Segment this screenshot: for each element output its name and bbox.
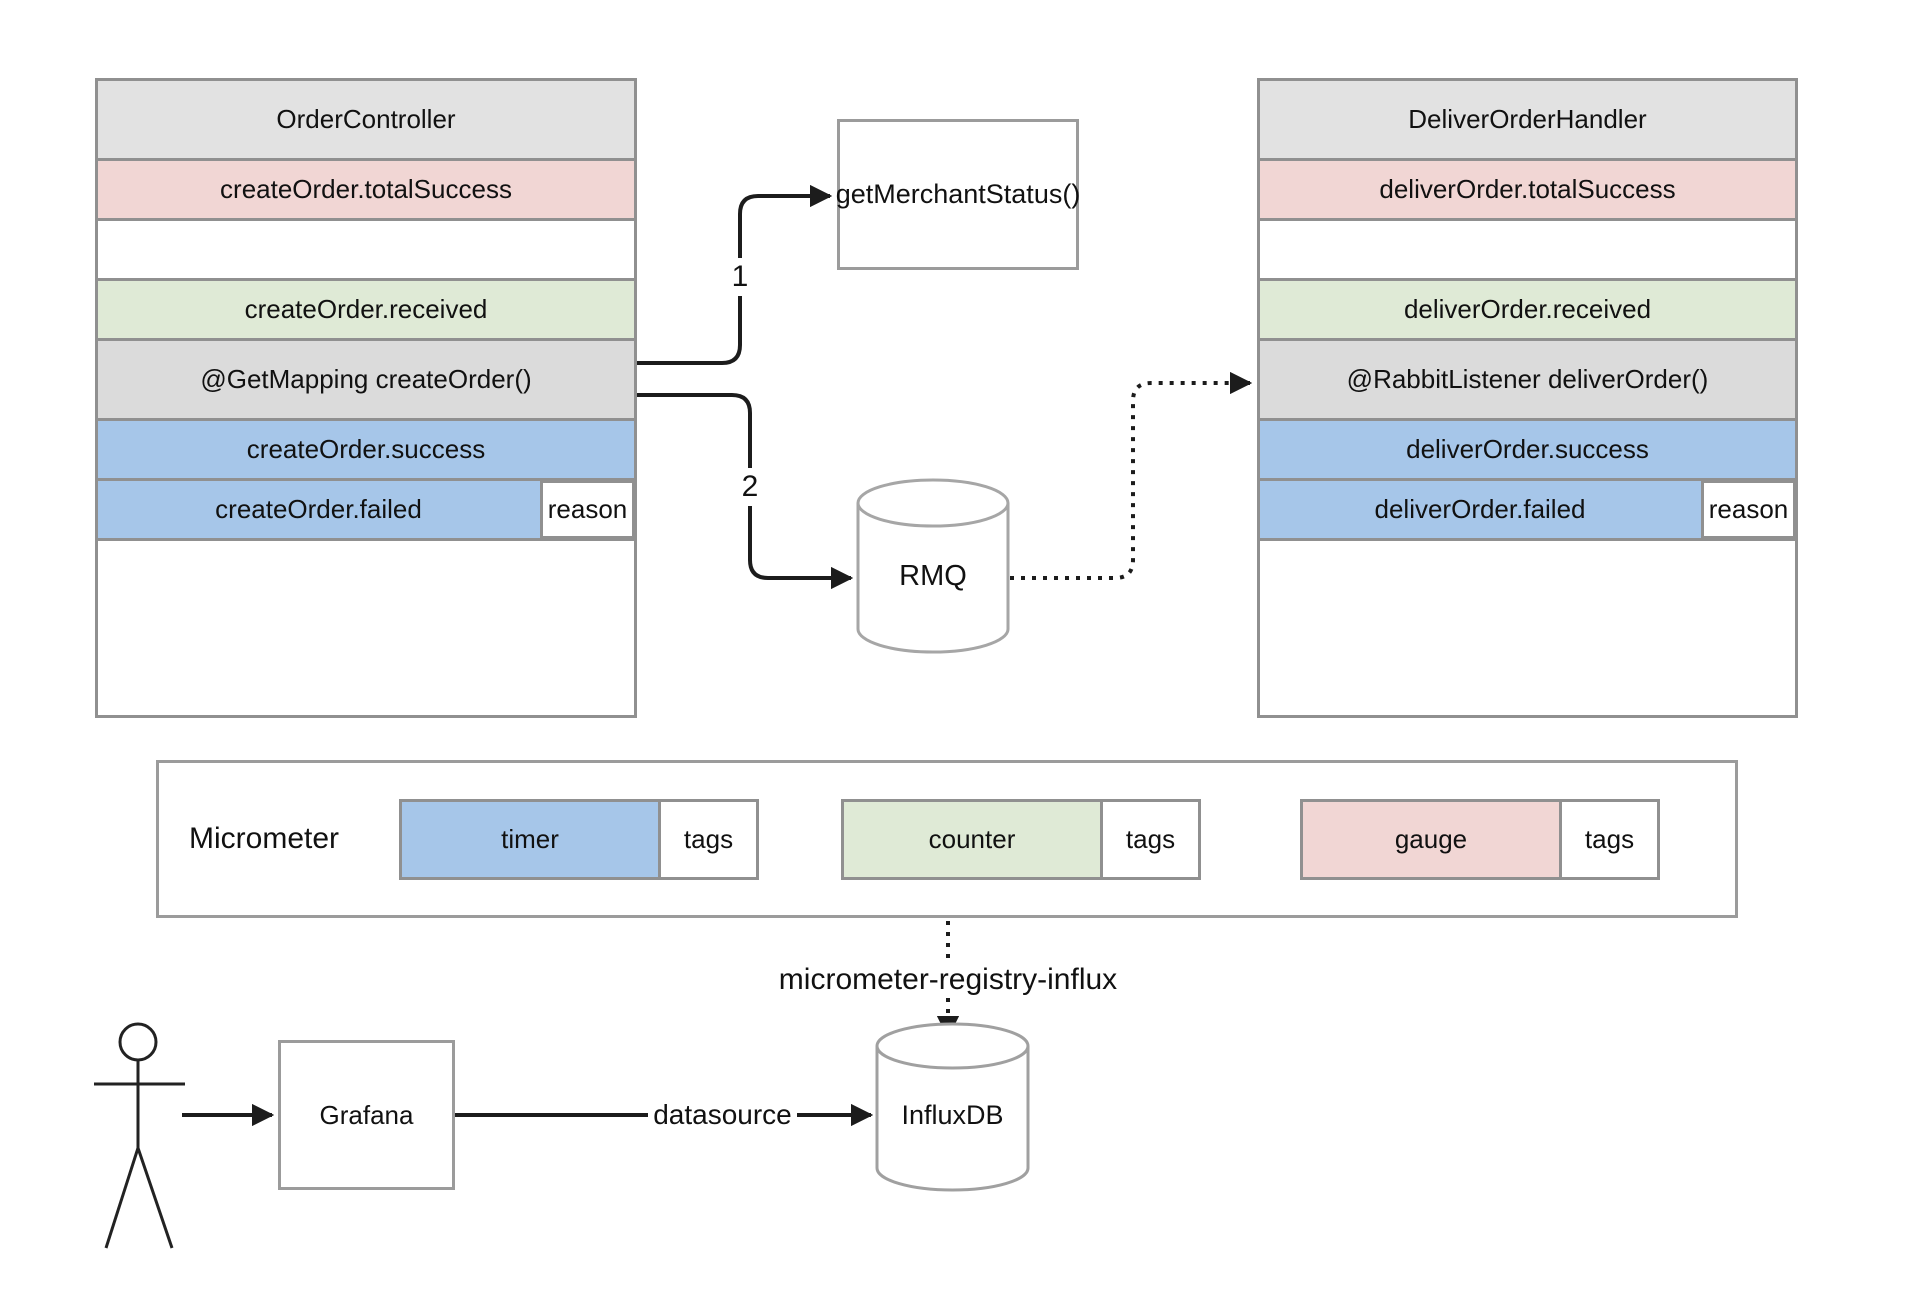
metric-label: deliverOrder.success bbox=[1406, 434, 1649, 464]
class-title-label: DeliverOrderHandler bbox=[1408, 104, 1647, 134]
reason-tag-cell: reason bbox=[540, 480, 635, 539]
timer-label: timer bbox=[501, 824, 559, 854]
user-stick-figure bbox=[94, 1022, 185, 1249]
deliver-order-handler-box: DeliverOrderHandler deliverOrder.totalSu… bbox=[1257, 78, 1798, 718]
counter-tags-cell: tags bbox=[1100, 799, 1201, 880]
metric-chip-timer: timer tags bbox=[399, 799, 759, 880]
metric-chip-counter: counter tags bbox=[841, 799, 1201, 880]
get-merchant-status-label: getMerchantStatus() bbox=[835, 179, 1081, 209]
gauge-cell: gauge bbox=[1300, 799, 1562, 880]
influxdb-cylinder bbox=[875, 1022, 1030, 1192]
rmq-label: RMQ bbox=[899, 559, 967, 592]
metric-row-total-success: deliverOrder.totalSuccess bbox=[1260, 161, 1795, 221]
get-merchant-status-box: getMerchantStatus() bbox=[835, 119, 1081, 270]
metric-label: deliverOrder.received bbox=[1403, 294, 1652, 324]
influxdb-label: InfluxDB bbox=[901, 1099, 1004, 1130]
metric-label: createOrder.received bbox=[244, 294, 488, 324]
registry-influx-label: micrometer-registry-influx bbox=[748, 962, 1148, 998]
empty-body-area bbox=[98, 541, 634, 715]
metric-row-success: createOrder.success bbox=[98, 421, 634, 481]
tags-label: tags bbox=[1125, 824, 1176, 854]
order-controller-box: OrderController createOrder.totalSuccess… bbox=[95, 78, 637, 718]
metric-row-received: deliverOrder.received bbox=[1260, 281, 1795, 341]
sequence-label-1: 1 bbox=[724, 258, 756, 296]
timer-tags-cell: tags bbox=[658, 799, 759, 880]
metric-row-failed: createOrder.failed reason bbox=[98, 480, 635, 541]
metric-label: deliverOrder.failed bbox=[1374, 494, 1586, 524]
reason-tag-label: reason bbox=[1708, 494, 1789, 524]
rmq-cylinder bbox=[856, 478, 1010, 654]
metric-row-total-success: createOrder.totalSuccess bbox=[98, 161, 634, 221]
spacer-row bbox=[98, 221, 634, 281]
metric-label: createOrder.failed bbox=[215, 494, 422, 524]
class-title-label: OrderController bbox=[276, 104, 456, 134]
class-title: DeliverOrderHandler bbox=[1260, 81, 1795, 161]
datasource-label: datasource bbox=[648, 1098, 797, 1132]
micrometer-box: Micrometer timer tags counter tags gauge… bbox=[156, 760, 1738, 918]
stick-figure-head bbox=[118, 1022, 158, 1062]
metric-chip-gauge: gauge tags bbox=[1300, 799, 1660, 880]
gauge-label: gauge bbox=[1394, 824, 1468, 854]
method-label: @GetMapping createOrder() bbox=[200, 364, 532, 394]
metric-label: createOrder.success bbox=[246, 434, 486, 464]
grafana-box: Grafana bbox=[278, 1040, 455, 1190]
method-row: @GetMapping createOrder() bbox=[98, 341, 634, 421]
metric-label: deliverOrder.totalSuccess bbox=[1379, 174, 1676, 204]
grafana-label: Grafana bbox=[319, 1099, 414, 1130]
micrometer-title: Micrometer bbox=[189, 822, 340, 855]
counter-label: counter bbox=[928, 824, 1016, 854]
spacer-row bbox=[1260, 221, 1795, 281]
tags-label: tags bbox=[683, 824, 734, 854]
method-label: @RabbitListener deliverOrder() bbox=[1346, 364, 1709, 394]
dotted-arrow-rmq-to-handler bbox=[1010, 371, 1253, 580]
sequence-label-2: 2 bbox=[734, 468, 766, 506]
reason-tag-label: reason bbox=[547, 494, 628, 524]
gauge-tags-cell: tags bbox=[1559, 799, 1660, 880]
empty-body-area bbox=[1260, 541, 1795, 715]
counter-cell: counter bbox=[841, 799, 1103, 880]
timer-cell: timer bbox=[399, 799, 661, 880]
metric-row-failed: deliverOrder.failed reason bbox=[1260, 480, 1796, 541]
tags-label: tags bbox=[1584, 824, 1635, 854]
method-row: @RabbitListener deliverOrder() bbox=[1260, 341, 1795, 421]
metric-row-received: createOrder.received bbox=[98, 281, 634, 341]
metric-label: createOrder.totalSuccess bbox=[220, 174, 512, 204]
reason-tag-cell: reason bbox=[1701, 480, 1796, 539]
class-title: OrderController bbox=[98, 81, 634, 161]
metric-row-success: deliverOrder.success bbox=[1260, 421, 1795, 481]
